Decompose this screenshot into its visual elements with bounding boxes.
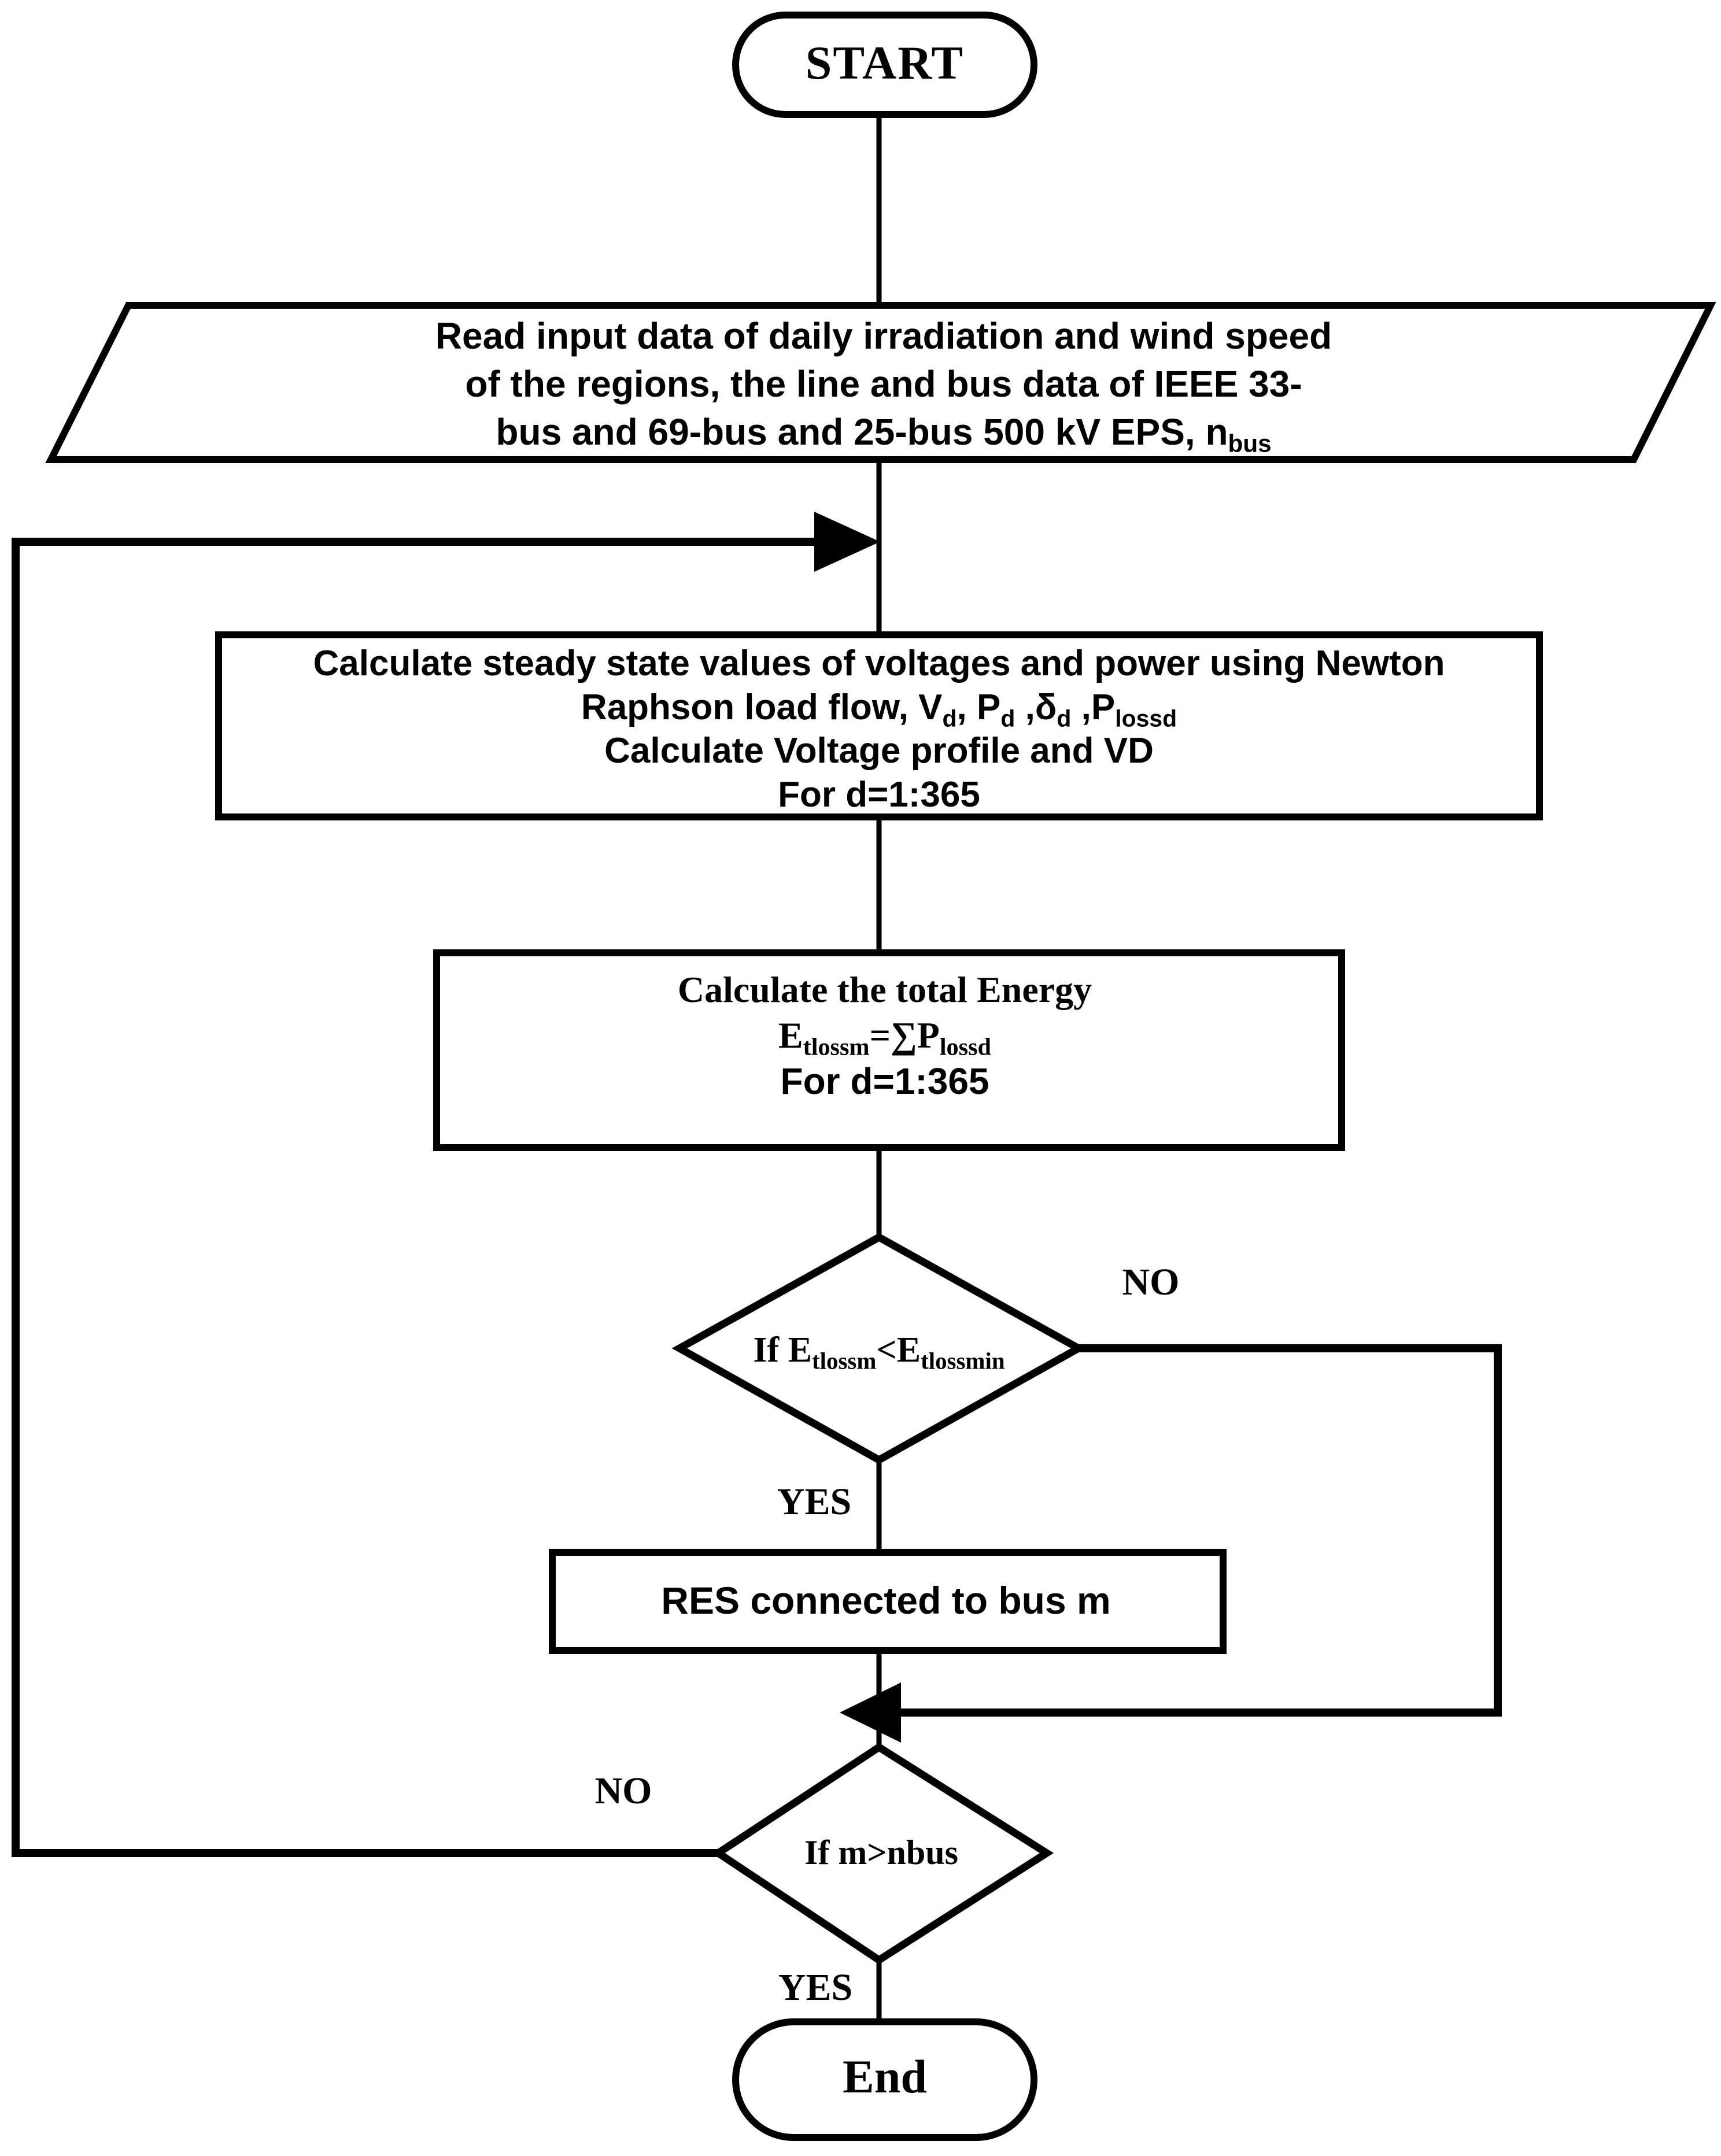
input-label: Read input data of daily irradiation and…: [219, 312, 1549, 457]
energy-line-3: For d=1:365: [780, 1060, 989, 1102]
edge-label-no-bus: NO: [594, 1770, 652, 1812]
loadflow-line-2: Raphson load flow, Vd, Pd ,δd ,Plossd: [243, 686, 1515, 730]
energy-node[interactable]: [433, 949, 1345, 1151]
loadflow-l2-c: ,δ: [1015, 687, 1057, 727]
input-line-3-text: bus and 69-bus and 25-bus 500 kV EPS, n: [496, 411, 1228, 453]
decision-energy-a: If E: [753, 1330, 813, 1370]
res-label: RES connected to bus m: [661, 1579, 1111, 1622]
loadflow-label: Calculate steady state values of voltage…: [243, 642, 1515, 817]
energy-l2-b: =∑P: [869, 1015, 940, 1056]
loadflow-l2-sub-b: d: [1000, 704, 1015, 731]
loadflow-line-1: Calculate steady state values of voltage…: [313, 644, 1445, 683]
input-line-3-subscript: bus: [1228, 430, 1272, 458]
edge-label-yes-energy: YES: [777, 1481, 852, 1523]
input-line-1: Read input data of daily irradiation and…: [435, 315, 1332, 357]
decision-energy-node[interactable]: [671, 1233, 1087, 1465]
decision-energy-sub-b: tlossmin: [921, 1348, 1005, 1374]
edge-label-yes-bus: YES: [778, 1966, 853, 2009]
loadflow-l2-d: ,P: [1071, 687, 1116, 727]
decision-bus-node[interactable]: [711, 1743, 1054, 1965]
end-node[interactable]: [732, 2018, 1037, 2141]
loadflow-l2-sub-d: lossd: [1115, 704, 1177, 731]
energy-l2-a: E: [778, 1015, 803, 1056]
input-line-3: bus and 69-bus and 25-bus 500 kV EPS, nb…: [219, 408, 1549, 456]
energy-line-1: Calculate the total Energy: [677, 969, 1092, 1010]
energy-line-2: Etlossm=∑Plossd: [480, 1012, 1290, 1062]
edge-feedback-loop: [12, 538, 841, 1857]
loadflow-l2-a: Raphson load flow, V: [581, 687, 943, 727]
loadflow-line-3: Calculate Voltage profile and VD: [604, 731, 1154, 771]
input-line-2: of the regions, the line and bus data of…: [465, 363, 1302, 405]
loadflow-node[interactable]: [215, 631, 1543, 820]
decision-energy-sub-a: tlossm: [812, 1348, 877, 1374]
edge-label-no-energy: NO: [1122, 1261, 1180, 1303]
loadflow-line-4: For d=1:365: [778, 774, 980, 815]
edge-decision-no-bypass: [856, 1344, 1502, 1717]
energy-l2-sub-a: tlossm: [803, 1034, 870, 1062]
decision-bus-label: If m>nbus: [804, 1833, 958, 1872]
loadflow-l2-sub-a: d: [942, 704, 957, 731]
decision-energy-label: If Etlossm<Etlossmin: [753, 1330, 1005, 1374]
decision-energy-b: <E: [876, 1330, 921, 1370]
loadflow-l2-sub-c: d: [1057, 704, 1072, 731]
arrowhead-bypass-into-main: [840, 1682, 901, 1743]
end-label: End: [843, 2050, 927, 2103]
start-label: START: [805, 36, 965, 89]
input-node[interactable]: [45, 302, 1716, 463]
energy-label: Calculate the total Energy Etlossm=∑Plos…: [480, 967, 1290, 1104]
res-node[interactable]: [549, 1549, 1227, 1654]
energy-l2-sub-b: lossd: [939, 1034, 992, 1062]
loadflow-l2-b: , P: [956, 687, 1001, 727]
arrowhead-feedback-into-main: [814, 512, 880, 572]
start-node[interactable]: [732, 12, 1037, 118]
